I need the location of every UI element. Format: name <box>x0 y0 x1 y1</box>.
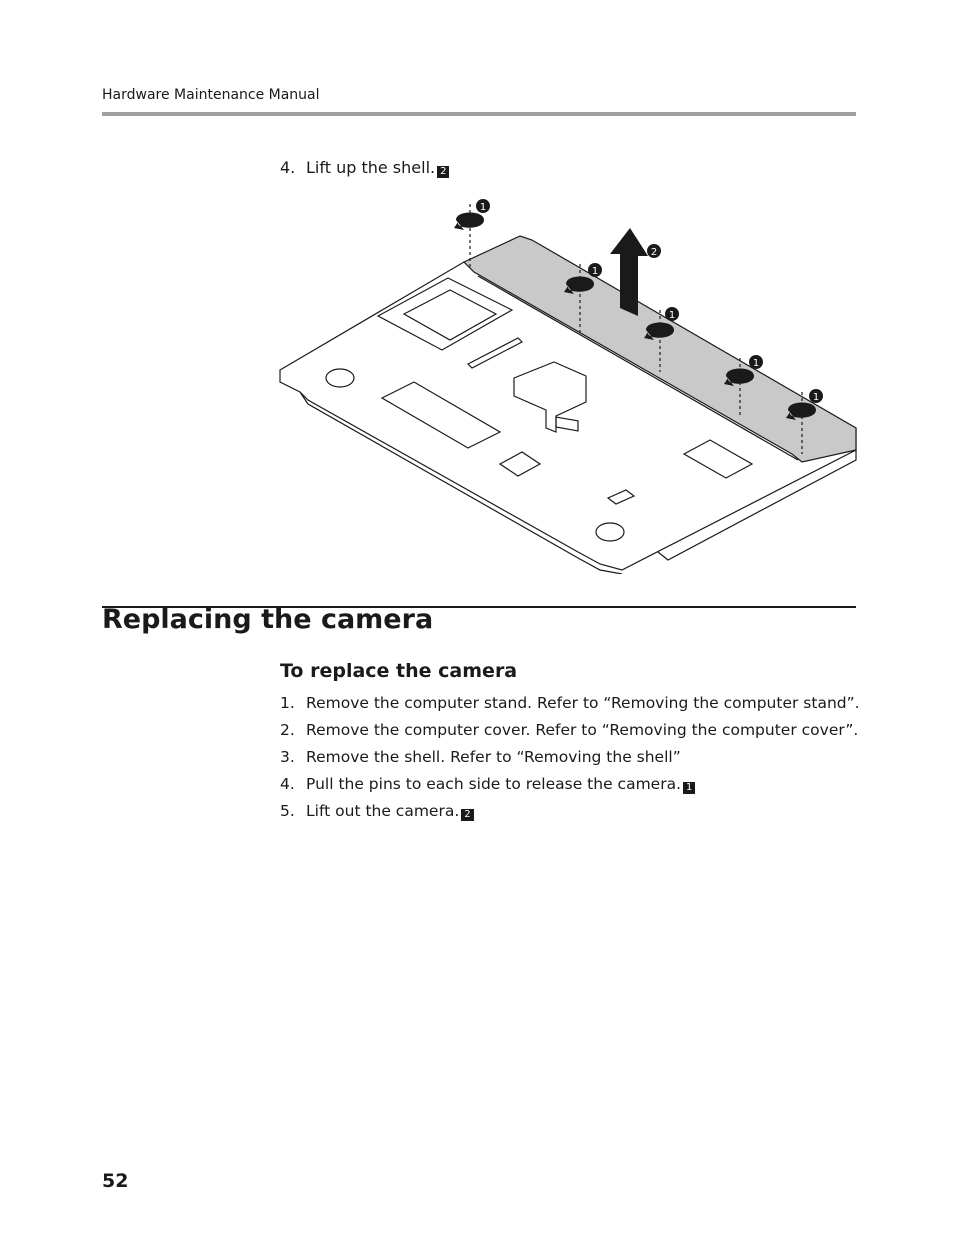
chassis-front-edge <box>299 391 857 574</box>
step-number: 1. <box>280 694 295 712</box>
callout-number: 2 <box>651 247 657 258</box>
rotation-arrow <box>786 402 816 420</box>
step-number: 5. <box>280 802 295 820</box>
list-item: 5. Lift out the camera.2 <box>280 801 860 828</box>
shell-removal-illustration: 1 1 1 1 1 2 <box>279 199 857 574</box>
rotation-arrow <box>644 322 674 340</box>
step-number: 4. <box>280 775 295 793</box>
label-area <box>380 381 502 449</box>
callout-number: 1 <box>813 392 819 403</box>
callout-number: 1 <box>669 310 675 321</box>
list-item: 1. Remove the computer stand. Refer to “R… <box>280 693 860 720</box>
step-callout-tag: 2 <box>461 809 474 821</box>
board-outline <box>376 277 514 351</box>
small-connector <box>606 489 636 505</box>
step-callout-tag: 2 <box>437 166 450 178</box>
page-number: 52 <box>102 1170 129 1192</box>
header-rule <box>102 112 856 116</box>
rotation-arrow <box>454 212 484 230</box>
camera-window <box>555 416 579 432</box>
step-number: 2. <box>280 721 295 739</box>
list-item: 2. Remove the computer cover. Refer to “R… <box>280 720 860 747</box>
step-text: Remove the computer cover. Refer to “Rem… <box>306 721 859 739</box>
step-number: 3. <box>280 748 295 766</box>
connector-strip <box>466 337 524 369</box>
rotation-arrow <box>564 276 594 294</box>
section-title: Replacing the camera <box>102 604 434 635</box>
camera-steps-list: 1. Remove the computer stand. Refer to “R… <box>280 693 860 828</box>
running-header: Hardware Maintenance Manual <box>102 87 320 103</box>
shell-edge-line <box>477 275 799 461</box>
screw-guide-lines <box>469 204 803 454</box>
procedure-title: To replace the camera <box>280 660 518 682</box>
access-panel <box>682 439 754 479</box>
small-plate <box>498 451 542 477</box>
speaker-hole-left <box>325 368 355 388</box>
speaker-hole-right <box>595 522 625 542</box>
step-number: 4. <box>280 158 296 177</box>
callout-number: 1 <box>480 202 486 213</box>
step-callout-tag: 1 <box>683 782 696 794</box>
callout-number: 1 <box>753 358 759 369</box>
rotation-arrow <box>724 368 754 386</box>
step-text: Lift up the shell. <box>306 158 436 177</box>
section-rule <box>102 606 856 608</box>
step-text: Remove the shell. Refer to “Removing the… <box>306 748 681 766</box>
list-item: 3. Remove the shell. Refer to “Removing t… <box>280 747 860 774</box>
step-text: Remove the computer stand. Refer to “Rem… <box>306 694 860 712</box>
lift-arrow <box>610 228 648 316</box>
board-inner <box>402 289 498 341</box>
callout-number: 1 <box>592 266 598 277</box>
shell-step-4: 4. Lift up the shell.2 <box>280 158 450 178</box>
list-item: 4. Pull the pins to each side to release … <box>280 774 860 801</box>
step-text: Lift out the camera. <box>306 802 460 820</box>
step-text: Pull the pins to each side to release th… <box>306 775 682 793</box>
